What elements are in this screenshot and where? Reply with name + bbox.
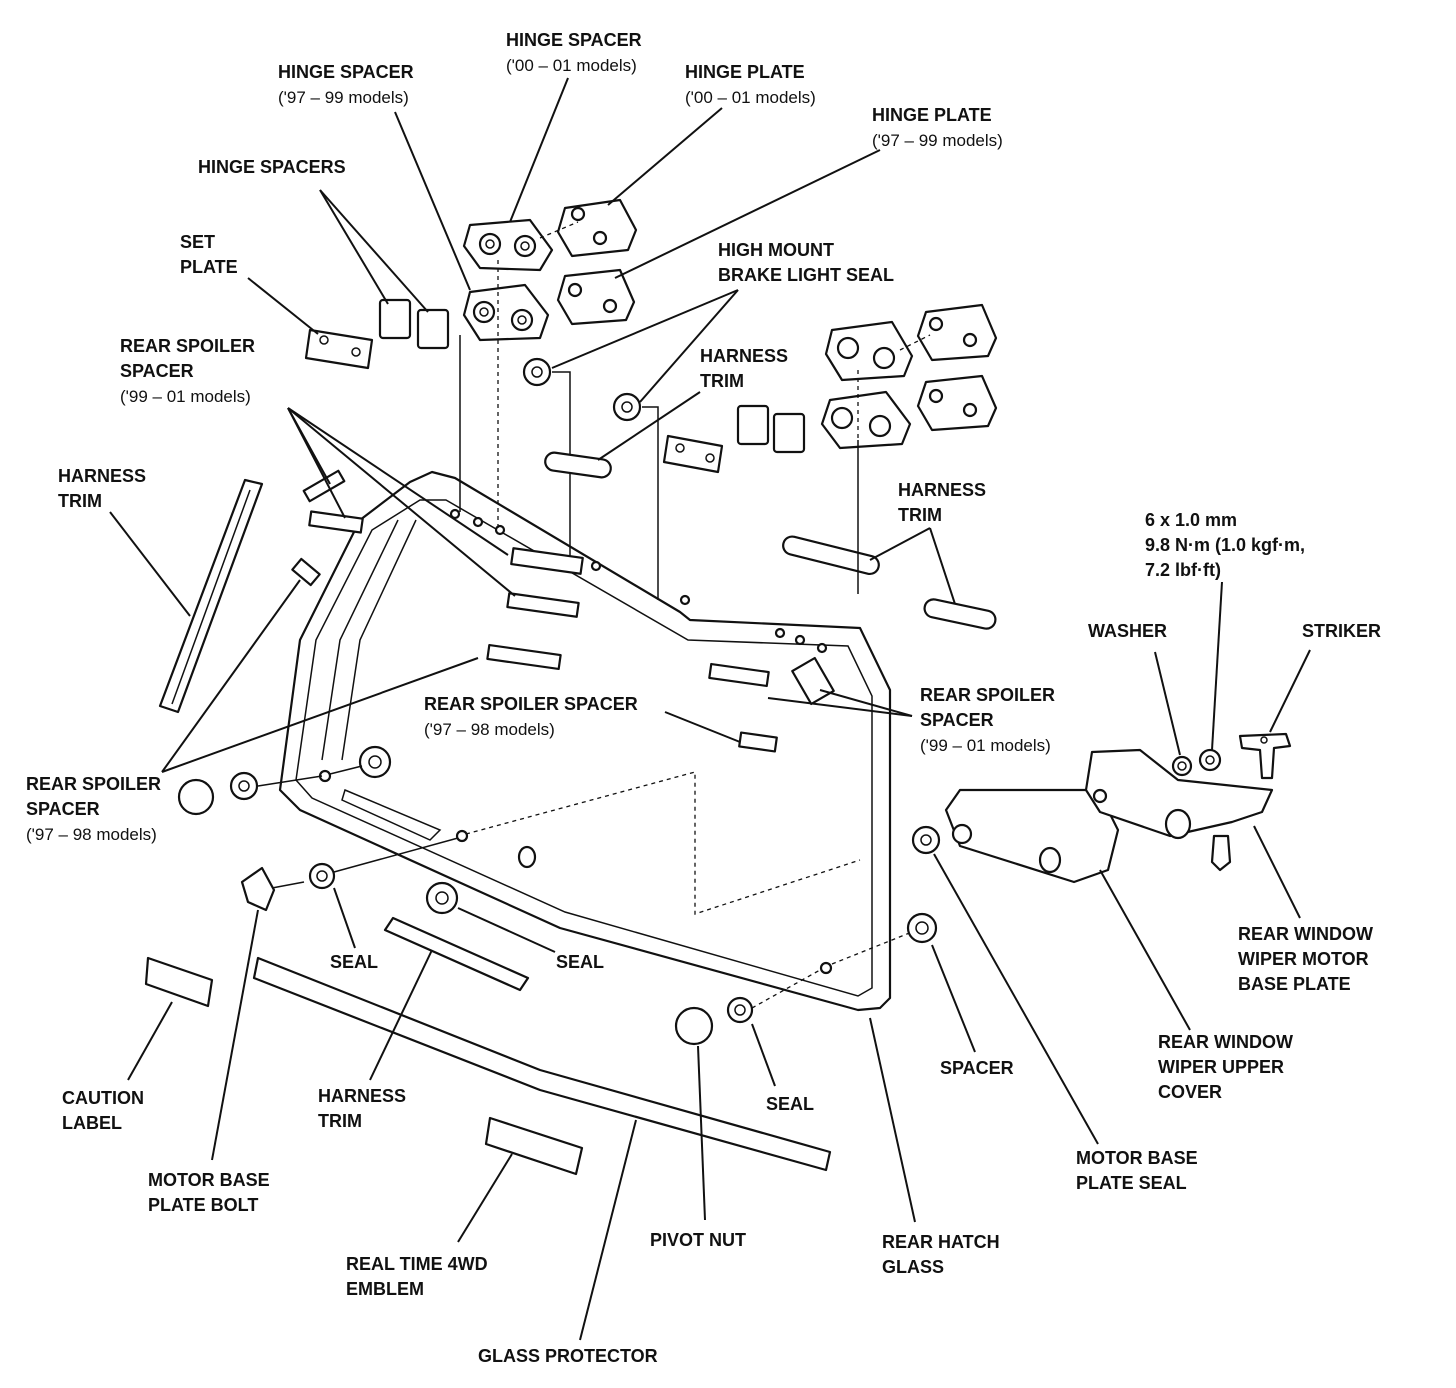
real-time-4wd-emblem-part <box>484 1116 584 1176</box>
rear-window-wiper-motor-base-plate-part <box>1084 748 1274 872</box>
label-hinge-spacer-97-99: HINGE SPACER ('97 – 99 models) <box>278 62 414 107</box>
set-plate-right <box>662 434 724 474</box>
glass-protector-part <box>252 956 832 1172</box>
seal-nut <box>425 881 459 915</box>
harness-trim-top-piece <box>544 451 612 479</box>
label-rear-spoiler-spacer-99-01-left: REAR SPOILER SPACER ('99 – 01 models) <box>120 336 256 406</box>
label-rear-spoiler-spacer-97-98-center: REAR SPOILER SPACER ('97 – 98 models) <box>424 694 638 739</box>
hinge-spacers-left <box>378 298 450 350</box>
motor-base-plate-seal-part <box>911 825 941 855</box>
label-hinge-plate-00-01: HINGE PLATE ('00 – 01 models) <box>685 62 816 107</box>
label-striker: STRIKER <box>1302 621 1382 641</box>
rear-window-wiper-upper-cover-part <box>944 788 1120 884</box>
label-motor-base-plate-bolt: MOTOR BASE PLATE BOLT <box>148 1170 270 1215</box>
label-pivot-nut: PIVOT NUT <box>650 1230 747 1250</box>
hinge-plate-97-99-left <box>556 268 636 326</box>
harness-trim-right-piece <box>782 535 880 576</box>
label-hinge-spacers: HINGE SPACERS <box>198 157 346 177</box>
alignment-line <box>333 837 459 873</box>
alignment-line <box>539 221 579 239</box>
hinge-plate-00-01-right <box>916 303 998 362</box>
label-harness-trim-bottom: HARNESS TRIM <box>318 1086 407 1131</box>
alignment-line <box>257 775 323 787</box>
hinge-plate-97-99-right <box>916 374 998 432</box>
label-washer: WASHER <box>1088 621 1168 641</box>
label-rear-window-wiper-upper-cover: REAR WINDOW WIPER UPPER COVER <box>1158 1032 1293 1102</box>
hinge-spacer-00-01-right <box>824 320 914 382</box>
label-set-plate: SET PLATE <box>180 232 238 277</box>
label-rear-spoiler-spacer-97-98-left: REAR SPOILER SPACER ('97 – 98 models) <box>26 774 162 844</box>
rear-hatch-glass <box>278 470 892 1012</box>
label-seal-left: SEAL <box>330 952 379 972</box>
label-hinge-spacer-00-01: HINGE SPACER ('00 – 01 models) <box>506 30 642 75</box>
label-caution-label: CAUTION LABEL <box>62 1088 144 1133</box>
spacer-left-nut <box>358 745 392 779</box>
label-glass-protector: GLASS PROTECTOR <box>478 1346 658 1366</box>
high-mount-brake-light-seal-right <box>612 392 642 422</box>
hinge-spacer-97-99-right <box>820 390 912 450</box>
bolt-part <box>1198 748 1222 772</box>
harness-trim-bottom-piece <box>383 916 530 992</box>
label-hinge-plate-97-99: HINGE PLATE ('97 – 99 models) <box>872 105 1003 150</box>
harness-trim-right-piece-2 <box>923 598 997 630</box>
label-torque-spec: 6 x 1.0 mm 9.8 N·m (1.0 kgf·m, 7.2 lbf·f… <box>1145 510 1306 580</box>
alignment-line <box>831 931 913 965</box>
spacer-right <box>906 912 938 944</box>
hinge-plate-00-01-left <box>556 198 638 258</box>
label-seal-center: SEAL <box>556 952 605 972</box>
label-seal-bottom: SEAL <box>766 1094 815 1114</box>
alignment-line <box>642 406 659 600</box>
label-real-time-4wd-emblem: REAL TIME 4WD EMBLEM <box>346 1254 488 1299</box>
seal-left-washer <box>229 771 259 801</box>
striker-part <box>1238 732 1292 780</box>
label-motor-base-plate-seal: MOTOR BASE PLATE SEAL <box>1076 1148 1198 1193</box>
label-harness-trim-left: HARNESS TRIM <box>58 466 147 511</box>
alignment-line <box>329 765 363 775</box>
label-high-mount-brake-light-seal: HIGH MOUNT BRAKE LIGHT SEAL <box>718 240 895 285</box>
alignment-line <box>899 334 931 351</box>
leader-lines <box>109 77 1311 1341</box>
label-spacer: SPACER <box>940 1058 1014 1078</box>
alignment-line <box>552 371 571 565</box>
rear-spoiler-spacers <box>291 469 835 753</box>
hinge-spacers-right <box>736 404 806 454</box>
alignment-line <box>751 969 821 1009</box>
pivot-nut-bottom <box>674 1006 714 1046</box>
wiper-sweep-outline <box>465 771 861 915</box>
set-plate-left <box>304 328 374 370</box>
seal-bottom-washer <box>726 996 754 1024</box>
label-rear-hatch-glass: REAR HATCH GLASS <box>882 1232 1000 1277</box>
caution-label-part <box>144 956 214 1008</box>
label-harness-trim-top: HARNESS TRIM <box>700 346 789 391</box>
motor-base-plate-bolt <box>240 866 305 912</box>
seal-center-washer <box>308 862 336 890</box>
pivot-nut-left <box>177 778 215 816</box>
label-harness-trim-right: HARNESS TRIM <box>898 480 987 525</box>
label-rear-spoiler-spacer-99-01-right: REAR SPOILER SPACER ('99 – 01 models) <box>920 685 1056 755</box>
hinge-spacer-97-99-left <box>462 283 550 342</box>
label-rear-window-wiper-motor-base-plate: REAR WINDOW WIPER MOTOR BASE PLATE <box>1238 924 1373 994</box>
washer-part <box>1171 755 1193 777</box>
hinge-spacer-00-01-left <box>462 218 554 272</box>
high-mount-brake-light-seal-left <box>522 357 552 387</box>
